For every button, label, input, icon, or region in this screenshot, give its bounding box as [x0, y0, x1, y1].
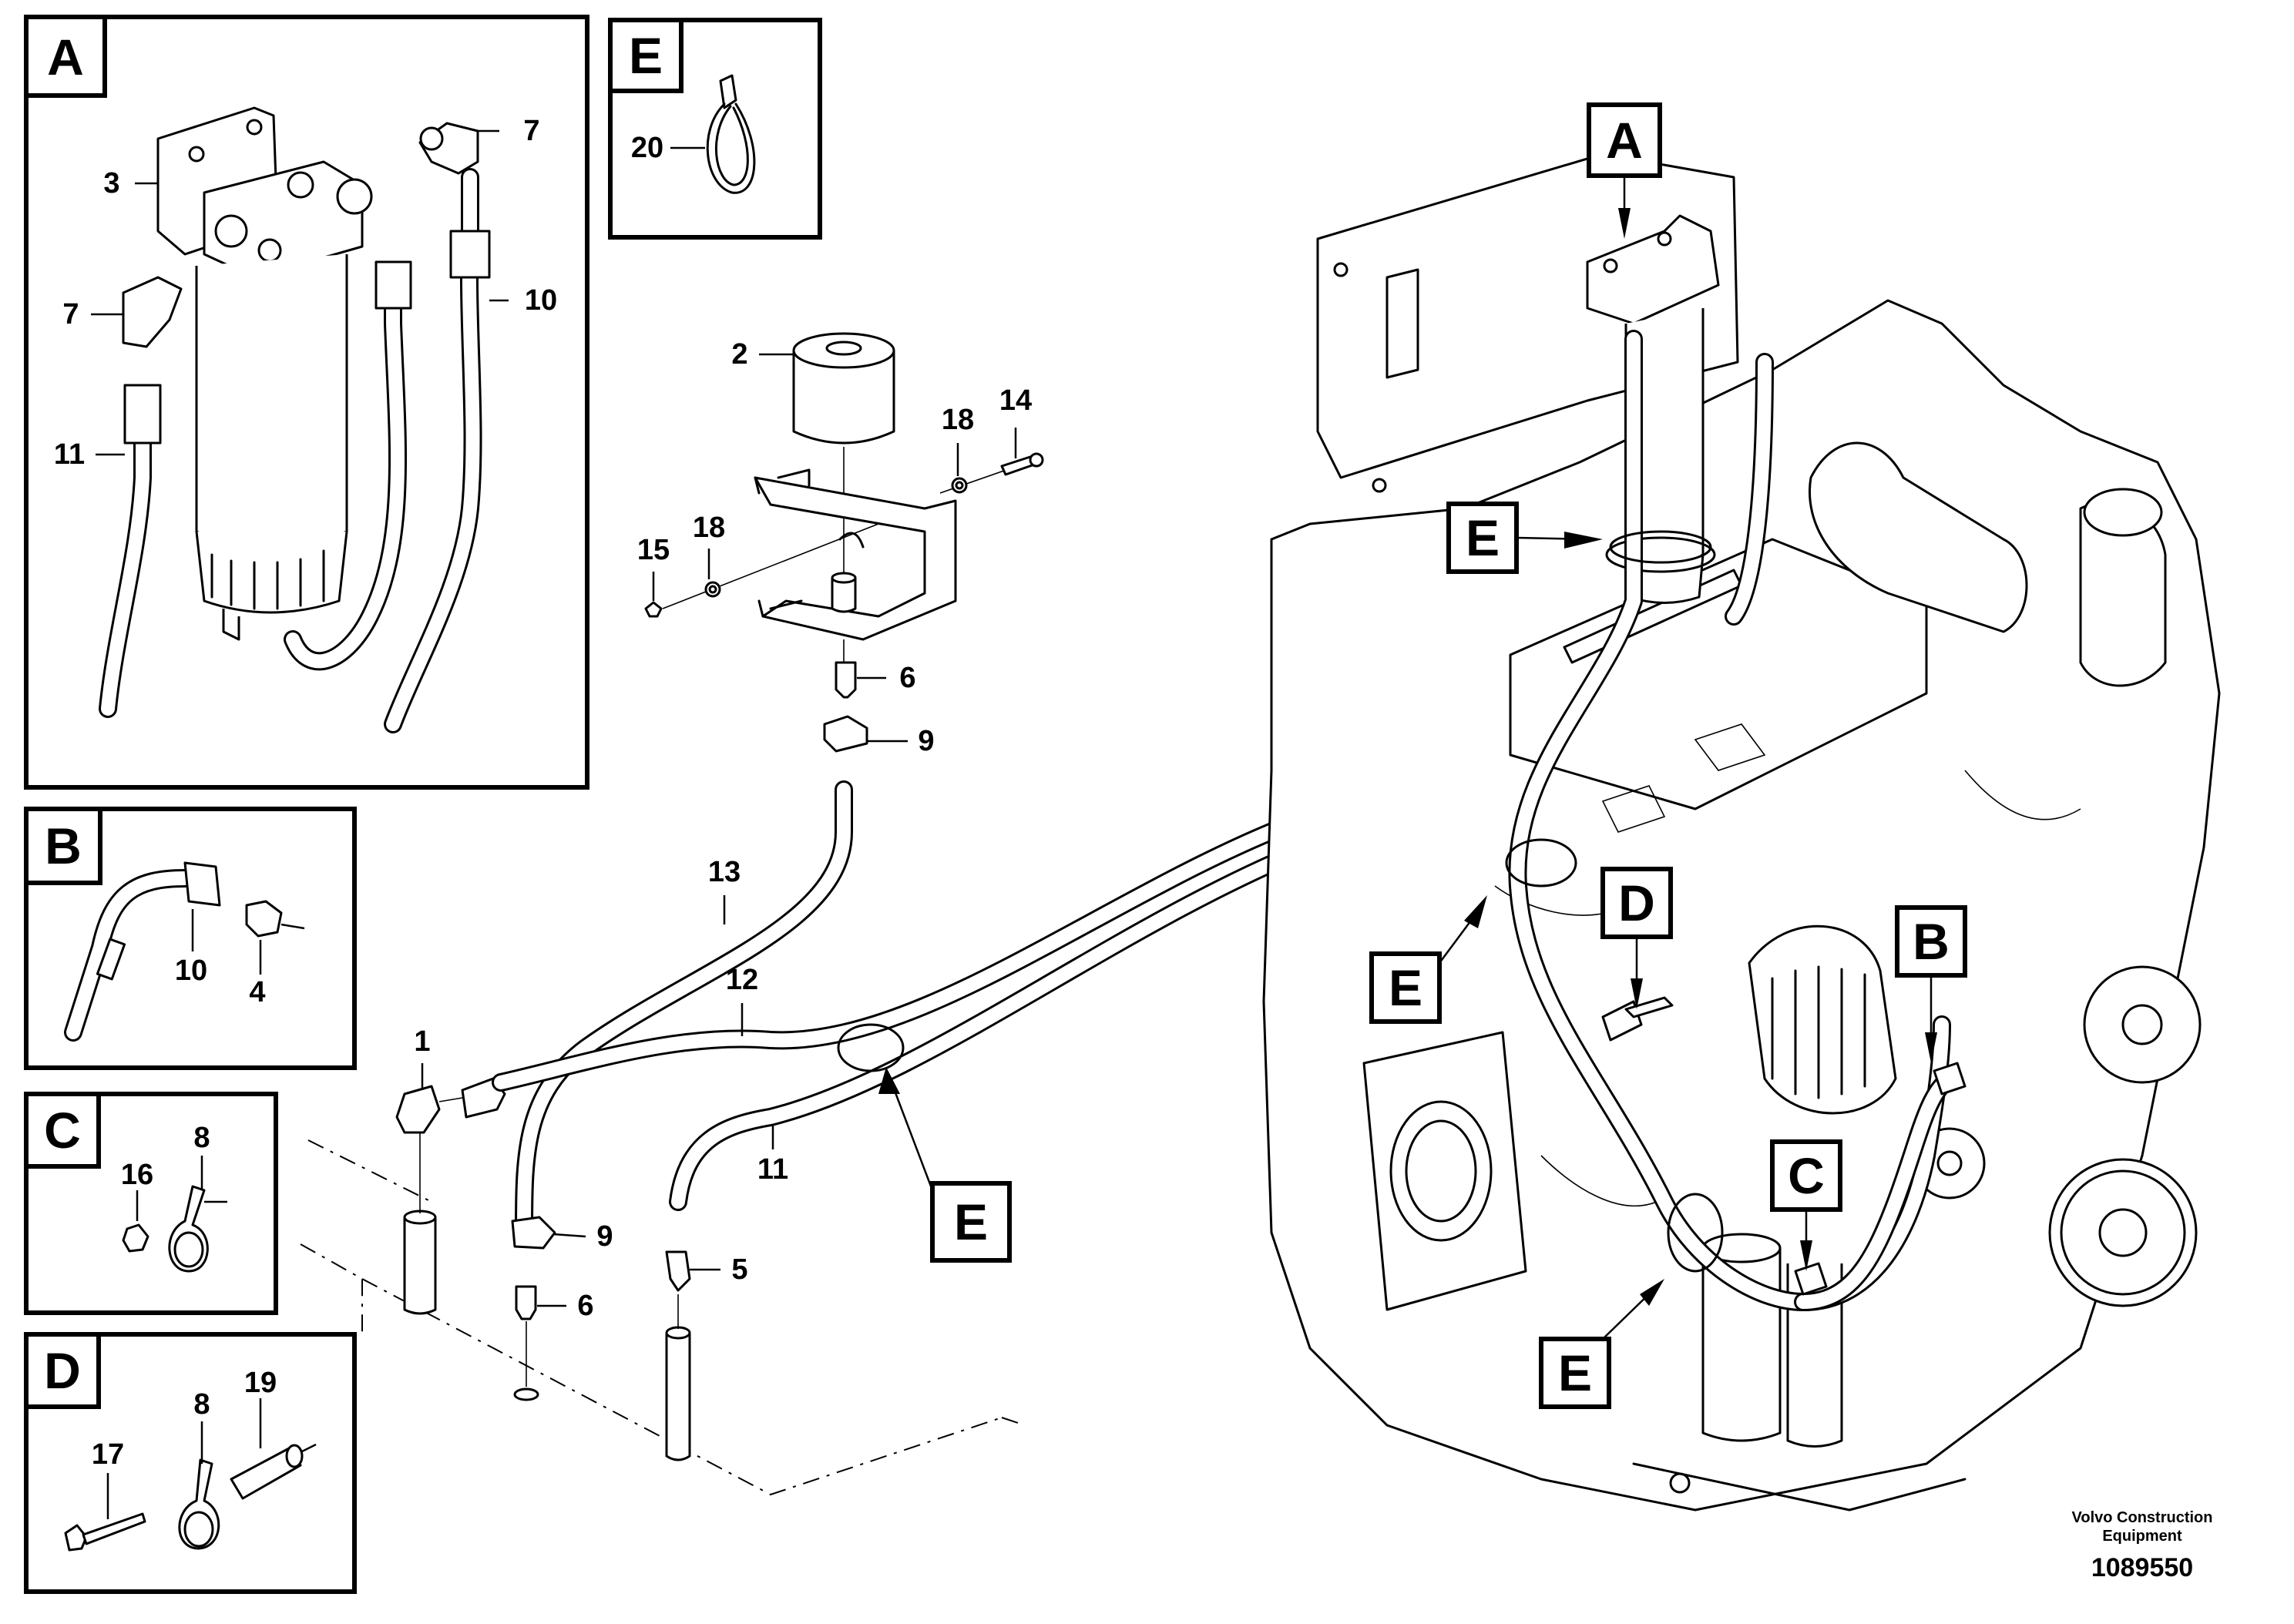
part-number-13: 13: [708, 856, 741, 888]
part-number-12: 12: [726, 964, 758, 996]
brand-line-2: Equipment: [2102, 1528, 2182, 1545]
inset-c-part-number-16: 16: [121, 1159, 153, 1191]
prefilter-assembly: [511, 332, 1044, 1401]
inset-b-tag: B: [45, 817, 82, 874]
inset-c-drawing: [122, 1185, 227, 1273]
inset-a-tag: A: [47, 29, 84, 86]
inlet-fittings: [395, 1077, 691, 1461]
callout-e-bottom-label: E: [1558, 1344, 1592, 1401]
brand-line-1: Volvo Construction: [2072, 1509, 2213, 1526]
inset-c-part-number-8: 8: [193, 1122, 210, 1154]
inset-e-tag: E: [629, 27, 663, 84]
inset-b-part-number-10: 10: [175, 955, 207, 987]
inset-c-tag: C: [44, 1102, 81, 1159]
footer: Volvo Construction Equipment 1089550: [2072, 1509, 2213, 1582]
callout-c-label: C: [1788, 1147, 1825, 1204]
inset-d-part-number-17: 17: [92, 1438, 124, 1471]
part-number-5: 5: [731, 1253, 747, 1286]
callout-e-top: E: [1446, 502, 1603, 574]
engine-drawing: [1262, 153, 2221, 1512]
inset-d-tag: D: [44, 1342, 81, 1399]
inset-d-part-number-8: 8: [193, 1388, 210, 1421]
inset-e-part-labels: 20: [631, 132, 705, 164]
inset-c-frame: C: [24, 1092, 278, 1315]
part-number-9-top: 9: [918, 725, 934, 757]
callout-e-top-label: E: [1466, 509, 1500, 566]
part-number-18-top: 18: [942, 404, 974, 436]
part-number-6-bottom: 6: [577, 1290, 593, 1322]
callout-b-label: B: [1913, 913, 1950, 970]
engine-filter-and-hoses: [1505, 214, 1967, 1311]
part-number-20: 20: [631, 132, 663, 164]
part-number-10: 10: [525, 284, 557, 317]
part-number-11: 11: [54, 438, 85, 471]
inset-e-frame: E: [608, 18, 822, 240]
callout-e-hoses-label: E: [954, 1193, 988, 1250]
callout-a: A: [1587, 102, 1662, 239]
callout-a-label: A: [1606, 112, 1643, 169]
main-part-labels: 2 14 18 18 15 6 9 13 12 1 11 9 6 5: [414, 338, 1032, 1322]
part-number-3: 3: [103, 167, 119, 200]
callout-e-bottom: E: [1539, 1279, 1664, 1409]
drawing-number: 1089550: [2091, 1553, 2193, 1582]
inset-b-part-labels: 10 4: [175, 909, 266, 1008]
part-number-9-bottom: 9: [596, 1220, 613, 1253]
callout-c: C: [1770, 1139, 1842, 1271]
part-number-7-left: 7: [62, 298, 79, 331]
part-number-18-left: 18: [693, 512, 725, 544]
callout-e-left-label: E: [1389, 959, 1422, 1016]
inset-d-part-number-19: 19: [244, 1367, 277, 1399]
inset-d-frame: D: [24, 1332, 357, 1594]
part-number-1: 1: [414, 1025, 430, 1058]
inset-e-cable-tie-drawing: [706, 74, 756, 194]
inset-a-part-labels: 3 7 7 10 11: [54, 115, 557, 471]
part-number-6-top: 6: [899, 662, 915, 694]
callout-d: D: [1600, 867, 1673, 1009]
callout-d-label: D: [1618, 874, 1655, 931]
inset-d-part-labels: 17 8 19: [92, 1367, 277, 1519]
inset-b-drawing: [64, 861, 305, 1042]
part-number-15: 15: [637, 534, 670, 566]
part-number-14: 14: [999, 384, 1032, 417]
inset-d-drawing: [64, 1443, 317, 1552]
part-number-11-main: 11: [757, 1153, 788, 1186]
part-number-7-top: 7: [523, 115, 539, 147]
inset-c-part-labels: 16 8: [121, 1122, 210, 1221]
inset-b-part-number-4: 4: [249, 976, 265, 1008]
floor-outline: [300, 1139, 1026, 1496]
callout-b: B: [1895, 905, 1967, 1063]
callout-e-left: E: [1369, 895, 1487, 1024]
inset-a-fuel-filter-drawing: [99, 106, 491, 733]
callout-e-hoses: E: [878, 1067, 1012, 1263]
part-number-2: 2: [731, 338, 747, 371]
